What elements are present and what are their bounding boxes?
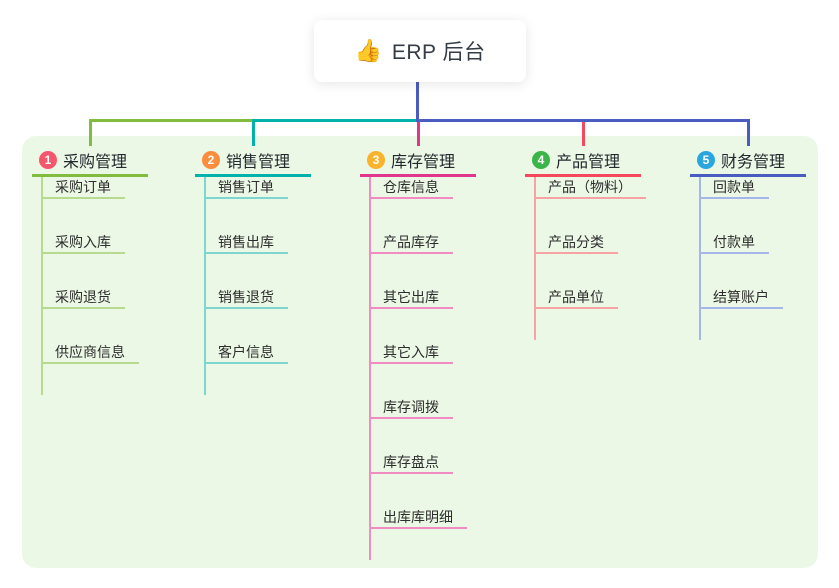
item-node[interactable]: 供应商信息: [41, 342, 139, 364]
branch-number-badge: 3: [367, 151, 385, 169]
item-node[interactable]: 采购订单: [41, 177, 125, 199]
branch-bus-line: [252, 119, 419, 122]
branch-node-2[interactable]: 2 销售管理: [195, 146, 311, 177]
item-node[interactable]: 仓库信息: [369, 177, 453, 199]
item-node[interactable]: 其它出库: [369, 287, 453, 309]
branch-node-4[interactable]: 4 产品管理: [525, 146, 641, 177]
branch-number-badge: 2: [202, 151, 220, 169]
mindmap-canvas-panel: [22, 136, 818, 568]
branch-children: 仓库信息产品库存其它出库其它入库库存调拨库存盘点出库库明细: [369, 177, 467, 562]
branch-label: 采购管理: [63, 154, 128, 171]
branch-trunk-line: [41, 177, 43, 395]
item-node[interactable]: 销售退货: [204, 287, 288, 309]
branch-bus-line: [416, 119, 750, 122]
item-node[interactable]: 产品分类: [534, 232, 618, 254]
branch-children: 回款单付款单结算账户: [699, 177, 783, 342]
branch-drop-line: [747, 119, 750, 146]
branch-node-5[interactable]: 5 财务管理: [690, 146, 806, 177]
branch-node-3[interactable]: 3 库存管理: [360, 146, 476, 177]
thumbs-up-icon: 👍: [354, 38, 382, 63]
root-stem-line: [416, 82, 419, 122]
item-node[interactable]: 付款单: [699, 232, 769, 254]
branch-trunk-line: [534, 177, 536, 340]
branch-children: 产品（物料） 产品分类产品单位: [534, 177, 646, 342]
item-node[interactable]: 采购入库: [41, 232, 125, 254]
item-node[interactable]: 产品库存: [369, 232, 453, 254]
branch-children: 销售订单销售出库销售退货客户信息: [204, 177, 288, 397]
item-node[interactable]: 出库库明细: [369, 507, 467, 529]
branch-drop-line: [89, 119, 92, 146]
branch-label: 库存管理: [391, 154, 456, 171]
item-node[interactable]: 产品（物料）: [534, 177, 646, 199]
branch-trunk-line: [204, 177, 206, 395]
item-node[interactable]: 库存盘点: [369, 452, 453, 474]
branch-children: 采购订单采购入库采购退货供应商信息: [41, 177, 139, 397]
item-node[interactable]: 结算账户: [699, 287, 783, 309]
branch-label: 财务管理: [721, 154, 786, 171]
root-node-label: ERP 后台: [391, 41, 486, 64]
branch-number-badge: 5: [697, 151, 715, 169]
item-node[interactable]: 销售出库: [204, 232, 288, 254]
branch-drop-line: [252, 119, 255, 146]
root-node[interactable]: 👍 ERP 后台: [314, 20, 526, 82]
item-node[interactable]: 采购退货: [41, 287, 125, 309]
item-node[interactable]: 回款单: [699, 177, 769, 199]
branch-number-badge: 1: [39, 151, 57, 169]
branch-trunk-line: [699, 177, 701, 340]
branch-label: 销售管理: [226, 154, 291, 171]
item-node[interactable]: 销售订单: [204, 177, 288, 199]
item-node[interactable]: 其它入库: [369, 342, 453, 364]
branch-drop-line: [417, 119, 420, 146]
branch-trunk-line: [369, 177, 371, 560]
branch-number-badge: 4: [532, 151, 550, 169]
item-node[interactable]: 产品单位: [534, 287, 618, 309]
item-node[interactable]: 库存调拨: [369, 397, 453, 419]
branch-drop-line: [582, 119, 585, 146]
branch-label: 产品管理: [556, 154, 621, 171]
item-node[interactable]: 客户信息: [204, 342, 288, 364]
branch-node-1[interactable]: 1 采购管理: [32, 146, 148, 177]
